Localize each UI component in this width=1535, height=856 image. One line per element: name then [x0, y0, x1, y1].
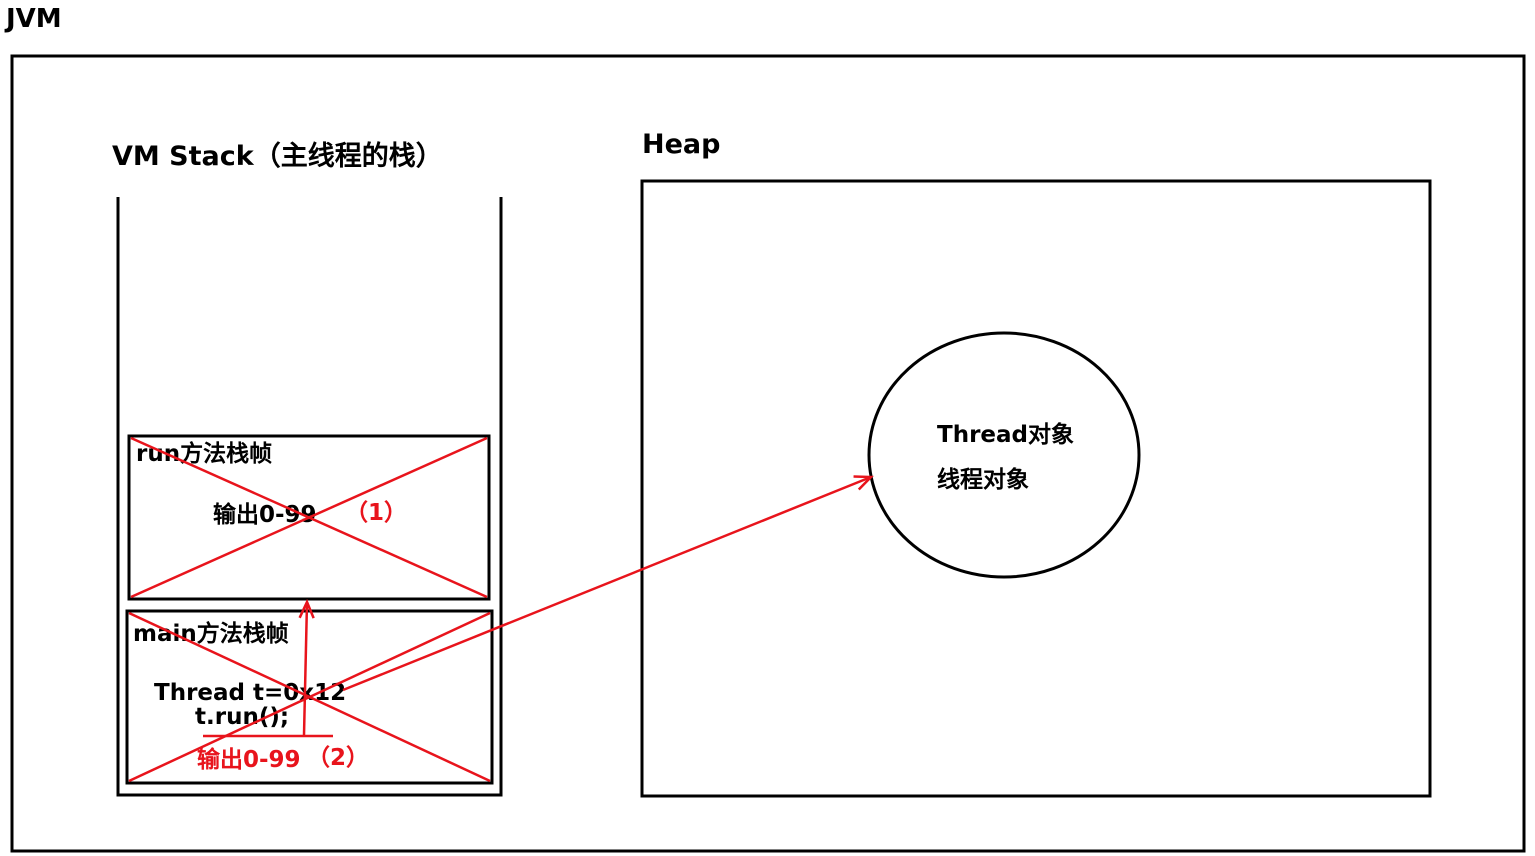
thread-object-label: Thread对象: [937, 422, 1074, 448]
step-1-marker: （1）: [345, 500, 408, 526]
main-frame-title: main方法栈帧: [133, 621, 289, 647]
heap-box: [640, 179, 1432, 798]
run-frame-title: run方法栈帧: [136, 441, 273, 467]
vm-stack-title: VM Stack（主线程的栈）: [112, 141, 443, 172]
call-up-arrow: [298, 598, 315, 736]
reference-arrow: [342, 475, 874, 692]
heap-title: Heap: [642, 129, 721, 160]
thread-object-sublabel: 线程对象: [937, 467, 1029, 493]
vm-stack-container: [116, 197, 503, 797]
output-note: 输出0-99: [197, 747, 301, 773]
thread-object-circle: [867, 331, 1141, 579]
main-frame-cross-b: [128, 611, 491, 783]
step-2-marker: （2）: [307, 745, 370, 771]
main-frame-run-call: t.run();: [195, 704, 290, 730]
jvm-label: JVM: [6, 4, 62, 34]
run-frame-cross-b: [130, 436, 488, 599]
jvm-box: [10, 54, 1526, 853]
main-frame-thread-decl: Thread t=0x12: [154, 680, 347, 706]
